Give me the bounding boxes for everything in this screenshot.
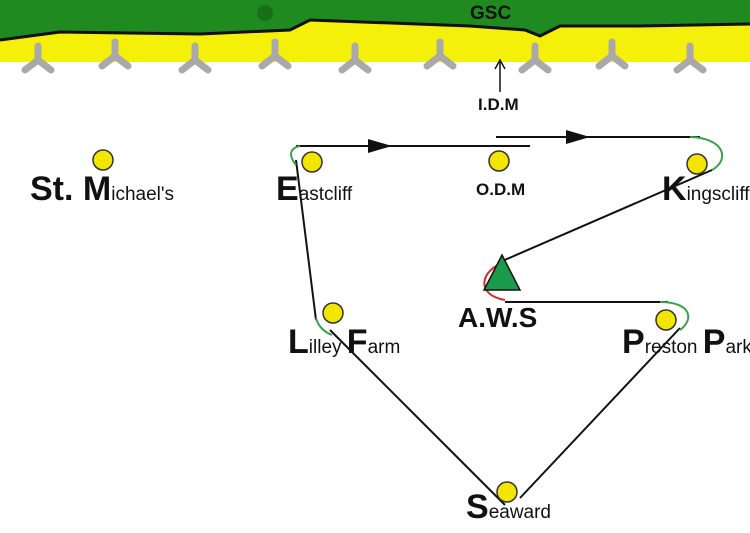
place-label-rest: reston: [644, 337, 703, 358]
buoy-preston-park: [655, 309, 677, 331]
breakwater-arm: [686, 56, 707, 74]
buoy-odm: [488, 150, 510, 172]
buoy-kingscliff: [686, 153, 708, 175]
breakwater-icon: [595, 38, 629, 70]
place-label-cap: S: [466, 488, 489, 526]
place-label-rest: illey: [308, 337, 347, 358]
place-label-odm: O.D.M: [476, 180, 526, 199]
place-label-cap: K: [662, 170, 687, 208]
turn-arc-eastcliff: [290, 145, 301, 166]
buoy-markers: [92, 149, 708, 503]
place-label-preston-park: Preston Park: [622, 325, 750, 359]
gsc-label: GSC: [470, 3, 512, 24]
place-label-cap: L: [288, 323, 309, 361]
buoy-st-michaels: [92, 149, 114, 171]
breakwater-icon: [178, 42, 212, 74]
breakwater-arm: [436, 52, 457, 70]
breakwater-icon: [338, 42, 372, 74]
breakwater-arm: [34, 56, 55, 74]
place-label-rest: ichael's: [111, 184, 174, 205]
place-label-eastcliff: Eastcliff: [276, 172, 352, 206]
place-label-rest: astcliff: [298, 184, 353, 205]
shoreline: [0, 18, 750, 42]
place-label-cap: St. M: [30, 170, 112, 208]
place-label-cap: F: [346, 323, 368, 361]
breakwater-icon: [98, 38, 132, 70]
breakwater-arm: [351, 56, 372, 74]
idm-label: I.D.M: [478, 95, 519, 114]
breakwater-icon: [258, 38, 292, 70]
breakwater-icon: [518, 42, 552, 74]
breakwater-arm: [531, 56, 552, 74]
buoy-seaward: [496, 481, 518, 503]
place-label-aws: A.W.S: [458, 302, 538, 333]
breakwater-icon: [423, 38, 457, 70]
place-label-rest: eaward: [488, 502, 552, 523]
turn-arc-kingscliff: [689, 136, 724, 171]
place-label-cap: P: [702, 323, 726, 361]
route-leg: [295, 159, 317, 321]
direction-arrow-icon: [368, 139, 392, 153]
place-label-cap: E: [276, 170, 299, 208]
place-label-kingscliff: Kingscliff: [662, 172, 750, 206]
place-label-rest: ingscliff: [686, 184, 750, 205]
route-leg: [519, 327, 681, 499]
grass-band: [0, 0, 750, 40]
breakwater-arm: [608, 52, 629, 70]
breakwater-icon: [673, 42, 707, 74]
place-label-cap: P: [622, 323, 645, 361]
buoy-lilley-farm: [322, 302, 344, 324]
turn-arc-lilley: [315, 317, 333, 336]
race-route: [295, 136, 713, 506]
place-label-rest: ark: [725, 337, 750, 358]
direction-arrow-icon: [566, 130, 590, 144]
tree-icon: [257, 5, 273, 21]
idm-arrow-head: [494, 58, 506, 70]
breakwater-arm: [271, 52, 292, 70]
place-label-st-michaels: St. Michael's: [30, 172, 174, 206]
turn-arc-preston: [659, 301, 690, 331]
route-leg: [499, 169, 713, 263]
breakwater-arm: [191, 56, 212, 74]
breakwater-icon: [21, 42, 55, 74]
place-label-lilley-farm: Lilley Farm: [288, 325, 400, 359]
place-label-seaward: Seaward: [466, 490, 551, 524]
place-label-rest: arm: [367, 337, 401, 358]
route-leg: [329, 329, 506, 506]
breakwater-group: [21, 38, 707, 74]
sand-band: [0, 20, 750, 62]
breakwater-arm: [111, 52, 132, 70]
aws-triangle-icon: [482, 253, 522, 291]
buoy-eastcliff: [301, 151, 323, 173]
